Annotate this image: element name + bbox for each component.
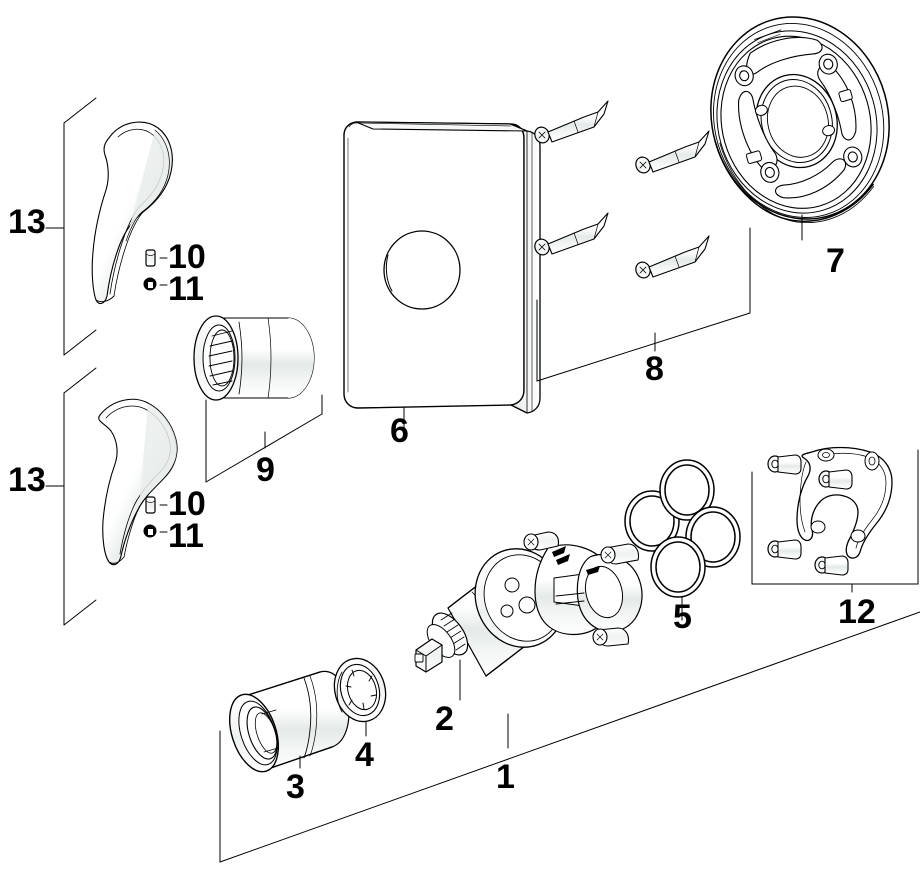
callout-8: 8 bbox=[645, 350, 664, 388]
grub-screw-upper bbox=[145, 249, 168, 267]
callout-2: 2 bbox=[435, 700, 454, 738]
callout-1: 1 bbox=[496, 758, 515, 796]
socket-bolt bbox=[767, 454, 802, 475]
grub-screw-lower bbox=[145, 496, 168, 514]
valve-body-assembly bbox=[474, 531, 643, 749]
socket-bolt bbox=[818, 469, 853, 490]
callout-7: 7 bbox=[826, 242, 845, 280]
callout-4: 4 bbox=[355, 736, 374, 774]
o-ring bbox=[659, 459, 715, 521]
callout-12: 12 bbox=[838, 593, 876, 631]
callout-11-upper: 11 bbox=[168, 270, 204, 308]
escutcheon-cover-plate bbox=[343, 121, 541, 433]
callout-9: 9 bbox=[256, 451, 275, 489]
mounting-screw bbox=[635, 235, 710, 279]
callout-5: 5 bbox=[673, 598, 692, 636]
mounting-screw bbox=[534, 212, 609, 256]
splined-adapter-sleeve bbox=[193, 315, 323, 483]
lever-handle-upper bbox=[91, 121, 173, 305]
callout-6: 6 bbox=[390, 412, 409, 450]
callout-10-lower: 10 bbox=[168, 485, 206, 523]
socket-bolt bbox=[767, 539, 802, 560]
group-bracket-main bbox=[219, 611, 920, 863]
callout-13-upper: 13 bbox=[8, 203, 46, 241]
o-ring-set bbox=[624, 459, 741, 621]
retaining-bracket-and-bolts bbox=[751, 446, 919, 593]
callout-3: 3 bbox=[286, 768, 305, 806]
mounting-screw bbox=[534, 100, 609, 144]
lever-handle-lower bbox=[98, 398, 178, 566]
cap-plug-upper bbox=[143, 277, 168, 291]
callout-10-upper: 10 bbox=[168, 238, 206, 276]
mounting-flange-ring bbox=[710, 16, 890, 224]
socket-bolt bbox=[814, 555, 849, 576]
callout-11-lower: 11 bbox=[168, 517, 204, 555]
sleeve-collar bbox=[228, 670, 350, 773]
o-ring bbox=[650, 536, 706, 598]
retaining-ring bbox=[333, 657, 387, 737]
mounting-screw-set bbox=[534, 100, 751, 382]
group-bracket-lower-left bbox=[45, 367, 97, 626]
mounting-screw bbox=[635, 130, 710, 174]
group-bracket-upper-left bbox=[45, 97, 97, 356]
cap-plug-lower bbox=[143, 524, 168, 538]
callout-13-lower: 13 bbox=[8, 461, 46, 499]
